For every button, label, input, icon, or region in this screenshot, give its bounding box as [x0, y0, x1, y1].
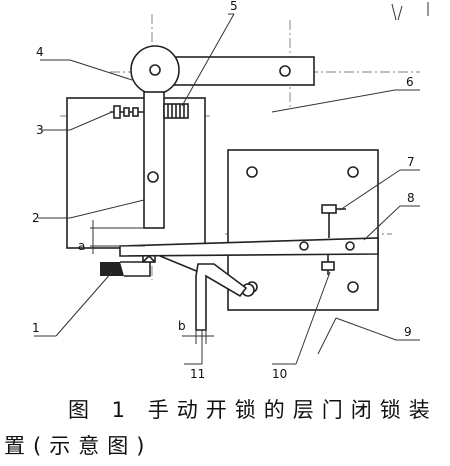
label-1: 1	[32, 321, 40, 335]
left-plate	[66, 97, 206, 249]
top-arm-6	[151, 56, 315, 86]
label-8: 8	[407, 191, 415, 205]
spring-5	[163, 103, 189, 119]
release-lever-11	[195, 263, 248, 331]
label-6: 6	[406, 75, 414, 89]
dimension-a: a	[78, 220, 145, 254]
label-5: 5	[230, 0, 238, 13]
callouts: 4 3 5 6 2 7 8 1 10 9 11	[32, 0, 420, 380]
dimension-b: b	[178, 319, 214, 344]
vertical-bar-2	[143, 91, 165, 229]
switch-7	[321, 204, 346, 238]
caption-line-1: 图 1 手动开锁的层门闭锁装	[68, 398, 438, 422]
label-3: 3	[36, 123, 44, 137]
roller-4	[130, 45, 180, 95]
label-9: 9	[404, 325, 412, 339]
label-4: 4	[36, 45, 44, 59]
bolt-3	[110, 105, 144, 119]
label-2: 2	[32, 211, 40, 225]
label-11: 11	[190, 367, 205, 380]
right-plate-9	[227, 149, 379, 311]
label-a: a	[78, 239, 85, 253]
contact-10	[321, 254, 335, 275]
label-b: b	[178, 319, 186, 333]
label-7: 7	[407, 155, 415, 169]
scan-marks	[391, 2, 429, 21]
diagram: a b 4 3 5 6 2 7 8 1 10	[32, 0, 429, 380]
caption-line-2: 置(示意图)	[4, 434, 153, 458]
label-10: 10	[272, 367, 287, 380]
